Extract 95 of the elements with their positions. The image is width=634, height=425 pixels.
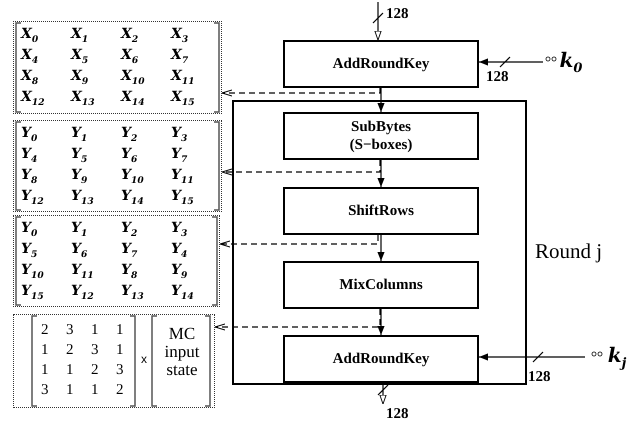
matrix-entry: X$_{1}$ (71, 27, 88, 44)
matrix-entry: Y$_{13}$ (121, 284, 144, 301)
process-box (283, 40, 479, 88)
key-symbol: k$_{0}$ (560, 48, 582, 76)
matrix-entry: X$_{4}$ (21, 48, 38, 65)
matrix-entry: Y$_{7}$ (171, 147, 188, 164)
matrix-entry: Y$_{6}$ (121, 147, 138, 164)
matrix-entry: Y$_{11}$ (171, 168, 194, 185)
process-box (283, 112, 479, 160)
matrix-entry: 1 (66, 383, 74, 398)
matrix-entry: X$_{12}$ (21, 90, 45, 107)
arrow (479, 58, 543, 66)
matrix-entry: Y$_{8}$ (21, 168, 38, 185)
key-symbol: k$_{j}$ (608, 343, 626, 371)
process-label: AddRoundKey (332, 55, 430, 73)
matrix-entry: X$_{5}$ (71, 48, 88, 65)
matrix-entry: 3 (66, 323, 74, 338)
matrix-entry: X$_{11}$ (171, 69, 195, 86)
arrow (479, 353, 585, 361)
dashed-arrow (214, 309, 381, 330)
matrix-entry: Y$_{15}$ (171, 189, 194, 206)
dashed-arrow (220, 235, 379, 248)
matrix-entry: Y$_{9}$ (171, 263, 188, 280)
matrix-entry: X$_{2}$ (121, 27, 138, 44)
matrix-entry: 1 (91, 383, 98, 398)
matrix-entry: Y$_{9}$ (71, 168, 88, 185)
matrix-entry: Y$_{8}$ (121, 263, 138, 280)
dashed-arrow (222, 160, 381, 176)
matrix-entry: Y$_{13}$ (71, 189, 94, 206)
matrix-entry: X$_{3}$ (171, 27, 188, 44)
matrix-entry: Y$_{0}$ (21, 126, 38, 143)
matrix-entry: Y$_{4}$ (171, 242, 188, 259)
matrix-entry: 1 (116, 343, 124, 358)
matrix-entry: 1 (41, 343, 48, 358)
matrix-entry: Y$_{1}$ (71, 221, 88, 238)
matrix-entry: 2 (66, 343, 74, 358)
matrix-entry: 2 (116, 383, 124, 398)
matrix-entry: 3 (91, 343, 98, 358)
matrix-entry: Y$_{2}$ (121, 221, 138, 238)
matrix-entry: 3 (41, 383, 48, 398)
mixcolumns-panel (13, 314, 215, 408)
matrix-entry: Y$_{10}$ (21, 263, 44, 280)
process-label: SubBytes (S−boxes) (348, 118, 414, 154)
matrix-entry: Y$_{12}$ (21, 189, 44, 206)
matrix-entry: X$_{0}$ (21, 27, 38, 44)
matrix-entry: Y$_{12}$ (71, 284, 94, 301)
matrix-entry: Y$_{11}$ (71, 263, 94, 280)
matrix-entry: X$_{14}$ (121, 90, 145, 107)
matrix-entry: 3 (116, 363, 124, 378)
matrix-entry: Y$_{3}$ (171, 221, 188, 238)
process-label: AddRoundKey (332, 350, 430, 368)
matrix-entry: Y$_{5}$ (71, 147, 88, 164)
matrix-entry: 2 (91, 363, 98, 378)
matrix-entry: Y$_{5}$ (21, 242, 38, 259)
matrix-entry: Y$_{7}$ (121, 242, 138, 259)
arrow (377, 309, 385, 335)
arrow (374, 2, 382, 40)
matrix-entry: X$_{13}$ (71, 90, 95, 107)
matrix-entry: Y$_{10}$ (121, 168, 144, 185)
state-matrix-panel (13, 120, 222, 212)
matrix-entry: MC input state (164, 325, 200, 379)
matrix-entry: X$_{8}$ (21, 69, 38, 86)
state-matrix-panel (13, 215, 220, 307)
matrix-entry: Y$_{15}$ (21, 284, 44, 301)
matrix-entry: 2 (41, 323, 48, 338)
multiply-sign: x (141, 353, 147, 366)
matrix-entry: Y$_{2}$ (121, 126, 138, 143)
process-box (283, 335, 479, 383)
matrix-entry: X$_{6}$ (121, 48, 138, 65)
matrix-entry: 1 (66, 363, 74, 378)
process-label: MixColumns (339, 276, 423, 294)
matrix-entry: 1 (116, 323, 124, 338)
arrow (377, 235, 385, 261)
matrix-entry: Y$_{6}$ (71, 242, 88, 259)
matrix-entry: X$_{15}$ (171, 90, 195, 107)
matrix-entry: Y$_{14}$ (171, 284, 194, 301)
matrix-entry: X$_{9}$ (71, 69, 88, 86)
matrix-entry: Y$_{0}$ (21, 221, 38, 238)
round-label: Round j (535, 240, 602, 262)
arrow (377, 160, 385, 187)
arrow (377, 88, 385, 112)
state-matrix-panel (13, 21, 222, 114)
process-label: ShiftRows (348, 202, 414, 220)
matrix-entry: Y$_{1}$ (71, 126, 88, 143)
arrow (379, 383, 387, 404)
dashed-arrow (222, 88, 381, 96)
matrix-entry: X$_{7}$ (171, 48, 188, 65)
matrix-entry: Y$_{14}$ (121, 189, 144, 206)
matrix-entry: Y$_{4}$ (21, 147, 38, 164)
matrix-entry: Y$_{3}$ (171, 126, 188, 143)
matrix-entry: X$_{10}$ (121, 69, 145, 86)
matrix-entry: 1 (41, 363, 48, 378)
process-box (283, 187, 479, 235)
process-box (283, 261, 479, 309)
matrix-entry: 1 (91, 323, 98, 338)
